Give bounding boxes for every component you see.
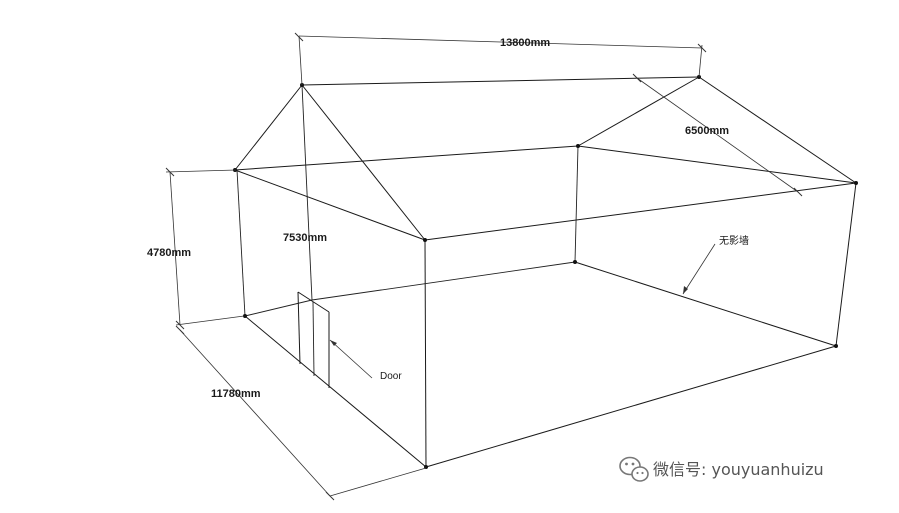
door-leader-line: [329, 339, 373, 379]
label-door: Door: [380, 371, 402, 382]
wechat-icon: [619, 456, 649, 482]
dimension-rafter: [632, 73, 803, 197]
vertex: [243, 314, 247, 318]
floor-right-edge: [574, 261, 837, 347]
floor-left-edge: [244, 315, 427, 468]
post-right-corner: [835, 182, 857, 347]
vertex: [576, 144, 580, 148]
vertex: [854, 181, 858, 185]
vertex: [423, 238, 427, 242]
far-gable-left: [577, 76, 700, 147]
label-length: 13800mm: [500, 37, 550, 49]
ridge-line: [301, 76, 700, 86]
label-width: 11780mm: [211, 388, 261, 400]
label-eave-height: 4780mm: [147, 247, 191, 259]
watermark: 微信号: youyuanhuizu: [619, 456, 824, 482]
label-wall: 无影墙: [719, 234, 749, 247]
post-left-back: [236, 169, 246, 317]
door-shape: [297, 291, 330, 388]
door-leader-arrow: [330, 340, 337, 346]
front-eave: [424, 182, 857, 241]
near-top-edge: [234, 169, 426, 241]
wall-leader-line: [682, 243, 716, 295]
label-rafter: 6500mm: [685, 125, 729, 137]
ridge-height-line: [301, 84, 313, 301]
post-front-corner: [424, 239, 427, 468]
gable-left-rafter: [234, 84, 303, 171]
far-gable-right: [698, 76, 857, 184]
floor-front-edge: [425, 345, 837, 468]
building-wireframe: [233, 75, 858, 469]
vertex: [573, 260, 577, 264]
floor-back-left: [244, 299, 313, 317]
floor-back-edge: [311, 261, 576, 301]
door-top: [297, 291, 330, 313]
dimension-width: [175, 325, 427, 501]
door-left-jamb: [297, 291, 301, 365]
door-split: [312, 301, 315, 377]
watermark-text: 微信号: youyuanhuizu: [653, 460, 824, 479]
far-top-edge: [577, 145, 857, 184]
vertex: [834, 344, 838, 348]
gable-right-rafter: [301, 84, 426, 241]
wall-leader-arrow: [683, 286, 688, 294]
dimension-length: [294, 32, 707, 86]
label-ridge-height: 7530mm: [283, 232, 327, 244]
post-back-right: [574, 145, 579, 263]
dimension-eave-height: [165, 167, 245, 330]
back-eave: [234, 145, 579, 171]
